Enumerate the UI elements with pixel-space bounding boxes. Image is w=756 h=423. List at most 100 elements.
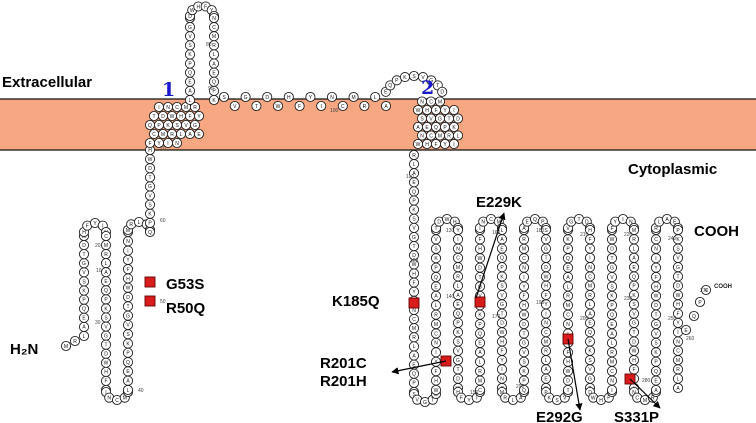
residue-letter: F [434, 369, 437, 375]
residue [688, 310, 700, 322]
residue-letter: Y [676, 321, 680, 327]
residue-letter: N [522, 265, 526, 271]
residue-letter: W [478, 256, 483, 262]
residue-letter: M [632, 228, 636, 234]
residue-letter: P [456, 321, 460, 327]
residue-letter: K [212, 98, 216, 104]
residue [294, 100, 305, 112]
residue [380, 100, 392, 112]
residue-letter: C [522, 256, 526, 262]
residue-letter: Q [610, 313, 614, 319]
residue-letter: A [519, 395, 523, 401]
residue-letter: N [676, 339, 680, 345]
residue-letter: T [436, 83, 439, 89]
residue [385, 80, 396, 91]
residue-letter: Y [614, 219, 618, 225]
residue-letter: V [588, 367, 592, 373]
residue [694, 296, 706, 308]
residue-letter: G [438, 116, 442, 122]
residue-letter: I [102, 223, 103, 229]
residue-letter: N [610, 378, 614, 384]
mutation-e292g-label: E292G [536, 409, 583, 423]
residue-letter: R [212, 43, 216, 49]
residue-letter: N [166, 105, 170, 111]
residue-letter: W [190, 8, 195, 14]
mutation-r50q-label: R50Q [166, 300, 206, 317]
residue-number: 270 [700, 288, 709, 294]
residue [251, 100, 262, 112]
residue-letter: T [478, 275, 481, 281]
residue-letter: K [566, 237, 570, 243]
residue-letter: S [500, 284, 504, 290]
residue-letter: K [456, 330, 460, 336]
residue-letter: S [555, 398, 559, 404]
residue-letter: Q [148, 230, 152, 236]
residue-letter: W [522, 313, 527, 319]
residue-letter: D [188, 14, 192, 20]
residue-letter: D [566, 378, 570, 384]
residue-number: 210 [580, 232, 589, 238]
residue-letter: V [632, 311, 636, 317]
residue-letter: E [126, 369, 130, 375]
residue-letter: H [287, 95, 291, 101]
residue-letter: P [676, 228, 680, 234]
r201-arrow [391, 360, 447, 375]
residue-letter: M [412, 326, 416, 332]
residue-letter: Q [388, 83, 392, 89]
residue-letter: C [456, 256, 460, 262]
residue-letter: Y [443, 142, 447, 148]
residue-letter: L [545, 358, 548, 364]
residue-letter: P [104, 297, 108, 303]
residue-letter: P [412, 381, 416, 387]
residue-letter: D [437, 219, 441, 225]
residue-letter: R [73, 339, 77, 345]
residue-letter: G [654, 322, 658, 328]
residue-letter: L [589, 302, 592, 308]
residue-letter: F [478, 237, 481, 243]
residue-letter: W [276, 104, 281, 110]
residue-letter: F [566, 350, 569, 356]
residue-letter: I [501, 367, 502, 373]
residue-letter: L [105, 261, 108, 267]
residue-letter: V [233, 104, 237, 110]
residue-letter: N [434, 341, 438, 347]
residue-letter: E [197, 132, 201, 138]
residue-letter: F [632, 367, 635, 373]
residue-letter: E [412, 362, 416, 368]
residue-letter: S [676, 246, 680, 252]
residue-letter: W [566, 369, 571, 375]
residue-letter: E [82, 316, 86, 322]
residue-letter: K [104, 306, 108, 312]
residue-letter: R [434, 313, 438, 319]
residue [240, 91, 251, 103]
cytoplasmic-label: Cytoplasmic [628, 161, 717, 178]
residue-letter: L [611, 341, 614, 347]
residue-letter: C [676, 349, 680, 355]
residue-letter: T [676, 274, 679, 280]
residue-letter: V [566, 226, 570, 232]
residue-letter: R [632, 237, 636, 243]
residue-letter: P [478, 322, 482, 328]
residue-letter: V [522, 350, 526, 356]
residue-letter: C [489, 217, 493, 223]
residue-letter: S [610, 284, 614, 290]
residue-letter: S [588, 358, 592, 364]
residue-letter: F [654, 275, 657, 281]
residue-letter: W [654, 294, 659, 300]
residue-letter: A [654, 388, 658, 394]
residue-letter: P [395, 78, 399, 84]
residue-letter: R [544, 349, 548, 355]
residue-letter: V [654, 331, 658, 337]
s331p-arrow [629, 378, 661, 409]
residue-letter: L [413, 162, 416, 168]
residue-letter: K [610, 294, 614, 300]
residue [437, 86, 448, 97]
c-terminus-small-label: COOH [714, 284, 732, 290]
residue-letter: F [434, 108, 437, 114]
residue-letter: N [566, 322, 570, 328]
residue-letter: D [148, 166, 152, 172]
residue-number: 50 [160, 299, 166, 305]
residue-letter: R [129, 222, 133, 228]
residue-letter: S [412, 217, 416, 223]
residue-letter: R [588, 293, 592, 299]
